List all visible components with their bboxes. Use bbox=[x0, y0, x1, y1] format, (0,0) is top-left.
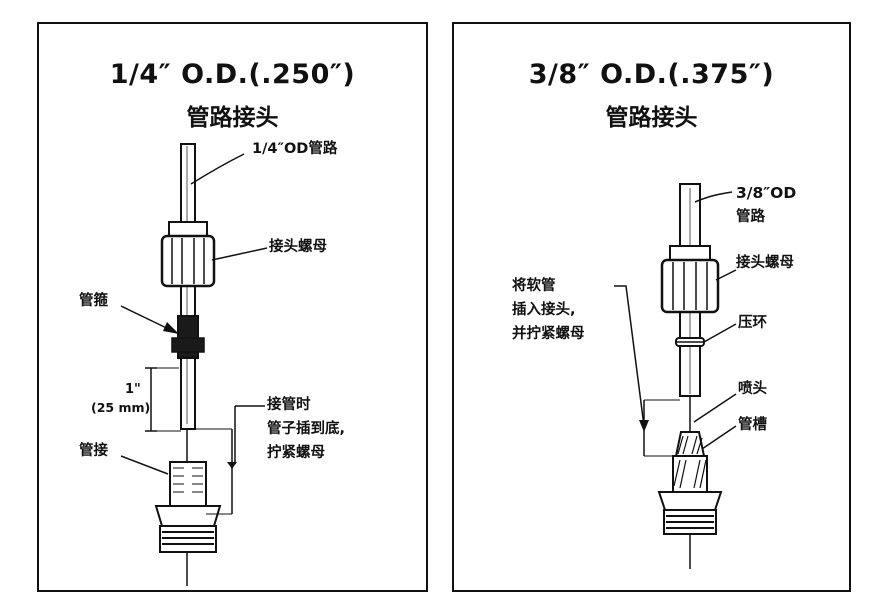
label-groove: 管槽 bbox=[738, 417, 767, 433]
label-instruction-2: 管子插到底, bbox=[267, 421, 346, 437]
quarter-inch-fitting-drawing bbox=[120, 143, 268, 586]
label-instruction-1: 将软管 bbox=[512, 278, 556, 294]
label-instruction-1: 接管时 bbox=[267, 397, 311, 413]
label-nut: 接头螺母 bbox=[269, 239, 327, 255]
label-fitting: 管接 bbox=[79, 443, 108, 459]
label-ring: 压环 bbox=[738, 315, 767, 331]
panel-subtitle: 管路接头 bbox=[605, 105, 698, 131]
label-nozzle: 喷头 bbox=[738, 381, 767, 397]
label-instruction-3: 拧紧螺母 bbox=[267, 445, 325, 461]
label-instruction-2: 插入接头, bbox=[512, 302, 576, 318]
three-eighths-inch-fitting-drawing bbox=[614, 183, 737, 569]
label-instruction-3: 并拧紧螺母 bbox=[512, 326, 585, 342]
panel-quarter-inch: 1/4″ O.D.(.250″) 管路接头 bbox=[37, 22, 428, 592]
label-dimension-inch: 1" bbox=[125, 382, 141, 397]
label-dimension-mm: (25 mm) bbox=[91, 400, 151, 415]
label-nut: 接头螺母 bbox=[736, 255, 794, 271]
panel-title: 3/8″ O.D.(.375″) bbox=[528, 59, 775, 90]
panel-three-eighths-inch: 3/8″ O.D.(.375″) 管路接头 bbox=[452, 22, 851, 592]
label-tubing-size: 3/8″OD bbox=[736, 184, 797, 202]
panel-subtitle: 管路接头 bbox=[186, 105, 279, 131]
label-tubing: 1/4″OD管路 bbox=[252, 141, 338, 157]
label-ferrule: 管箍 bbox=[79, 293, 108, 309]
panel-title: 1/4″ O.D.(.250″) bbox=[109, 59, 356, 90]
label-tubing: 管路 bbox=[736, 209, 765, 225]
